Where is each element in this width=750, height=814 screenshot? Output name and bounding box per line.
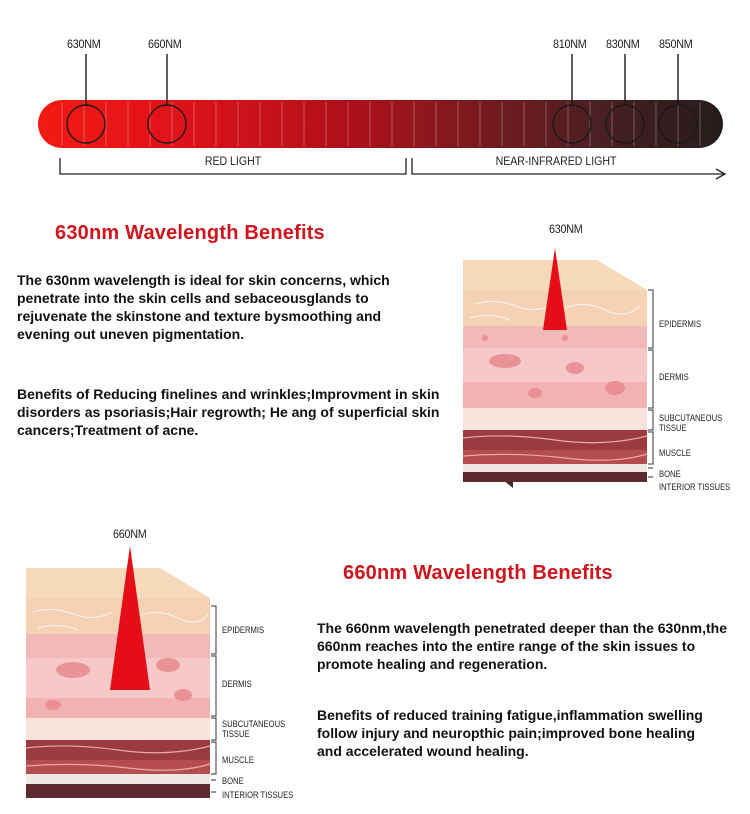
section-660-title: 660nm Wavelength Benefits — [343, 562, 613, 584]
marker-label-660: 660NM — [148, 37, 182, 51]
layer-subcutaneous-630-line2: TISSUE — [659, 423, 687, 433]
marker-label-630: 630NM — [67, 37, 101, 51]
beam-660 — [110, 546, 150, 690]
layer-subcutaneous-630-line1: SUBCUTANEOUS — [659, 413, 723, 423]
red-light-bracket — [59, 158, 407, 175]
red-light-label: RED LIGHT — [204, 154, 262, 168]
layer-epidermis-630: EPIDERMIS — [659, 319, 702, 329]
nir-arrow-head — [715, 168, 727, 180]
beam-630 — [543, 248, 567, 330]
beam-label-630: 630NM — [549, 222, 583, 236]
layer-subcutaneous-660-line2: TISSUE — [222, 729, 250, 739]
section-660-paragraph-2: Benefits of reduced training fatigue,inf… — [317, 707, 703, 759]
nir-bracket — [411, 158, 724, 175]
marker-circle-850 — [658, 104, 698, 144]
layer-bone-630: BONE — [659, 469, 681, 479]
layer-muscle-630: MUSCLE — [659, 448, 691, 458]
beam-label-660: 660NM — [113, 527, 147, 541]
marker-circle-830 — [605, 104, 645, 144]
marker-label-850: 850NM — [659, 37, 693, 51]
layer-dermis-660: DERMIS — [222, 679, 252, 689]
layer-subcutaneous-660-line1: SUBCUTANEOUS — [222, 719, 286, 729]
layer-muscle-660: MUSCLE — [222, 755, 254, 765]
section-630-paragraph-1: The 630nm wavelength is ideal for skin c… — [17, 272, 390, 342]
marker-label-810: 810NM — [553, 37, 587, 51]
marker-circle-810 — [552, 104, 592, 144]
spectrum-bar — [38, 100, 723, 148]
layer-interior-630: INTERIOR TISSUES — [659, 482, 731, 492]
skin-cross-section-660 — [25, 546, 217, 798]
marker-circle-660 — [147, 104, 187, 144]
marker-circle-630 — [66, 104, 106, 144]
layer-dermis-630: DERMIS — [659, 372, 689, 382]
layer-bone-660: BONE — [222, 776, 244, 786]
layer-epidermis-660: EPIDERMIS — [222, 625, 265, 635]
spectrum-stripes — [61, 102, 701, 146]
spectrum-graphic — [38, 54, 727, 180]
layer-interior-660: INTERIOR TISSUES — [222, 790, 294, 800]
section-630-paragraph-2: Benefits of Reducing finelines and wrink… — [17, 386, 440, 438]
near-infrared-label: NEAR-INFRARED LIGHT — [495, 154, 617, 168]
skin-cross-section-630 — [462, 248, 654, 488]
section-660-paragraph-1: The 660nm wavelength penetrated deeper t… — [317, 620, 727, 672]
marker-label-830: 830NM — [606, 37, 640, 51]
section-630-title: 630nm Wavelength Benefits — [55, 222, 325, 244]
